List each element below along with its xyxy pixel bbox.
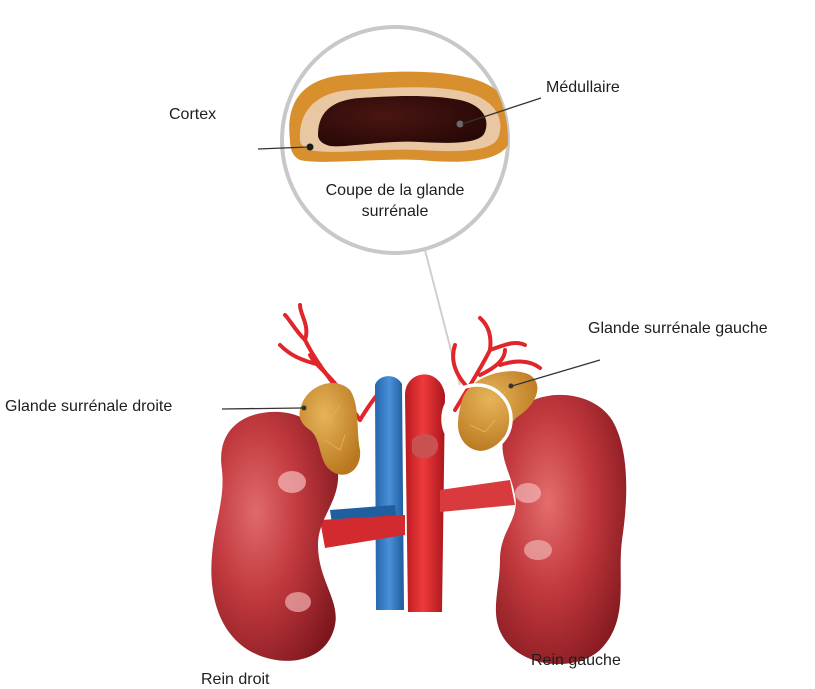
right-gland-label: Glande surrénale droite — [5, 398, 172, 416]
left-kidney-label: Rein gauche — [531, 652, 621, 670]
left-renal-artery — [440, 480, 515, 512]
aorta — [405, 374, 445, 612]
cortex-label: Cortex — [169, 106, 216, 124]
right-gland-leader — [222, 408, 302, 409]
left-kidney — [496, 395, 626, 664]
medulla-label: Médullaire — [546, 79, 620, 97]
section-caption-line-2: surrénale — [300, 201, 490, 222]
right-kidney — [211, 412, 338, 661]
section-caption-line-1: Coupe de la glande — [300, 180, 490, 201]
left-gland-label: Glande surrénale gauche — [588, 320, 768, 338]
left-gland-leader — [512, 360, 600, 386]
right-kidney-label: Rein droit — [201, 671, 269, 689]
section-caption: Coupe de la glande surrénale — [300, 180, 490, 222]
vena-cava — [375, 376, 404, 610]
adrenal-cross-section — [289, 72, 513, 162]
